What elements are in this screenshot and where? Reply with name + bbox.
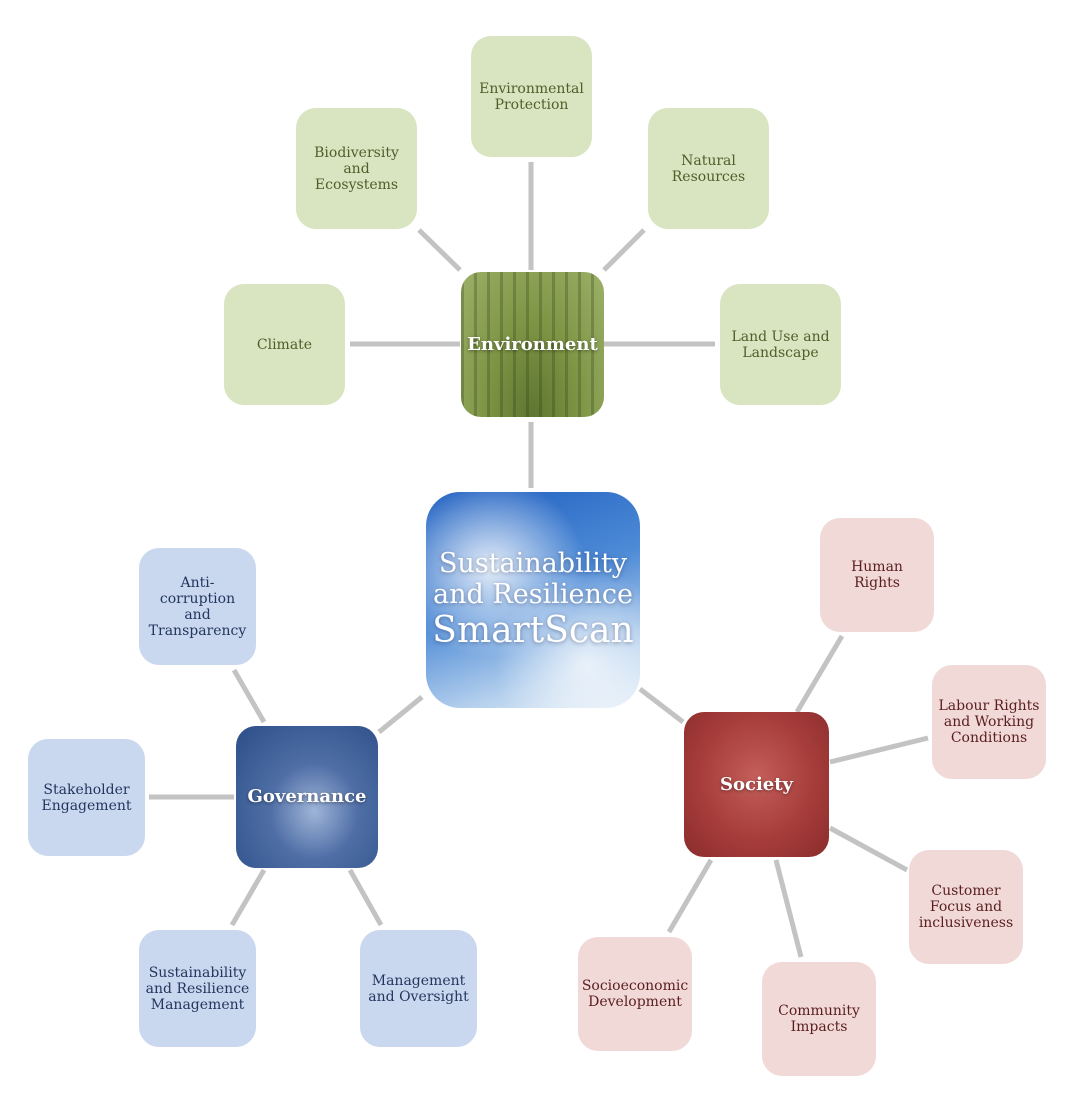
connector-society-community	[773, 859, 804, 958]
connector-environment-natural-resources	[602, 228, 646, 272]
node-environmental-protection: Environmental Protection	[471, 36, 592, 157]
connector-environment-biodiversity	[417, 228, 462, 272]
node-label: Stakeholder Engagement	[41, 781, 132, 814]
node-labour-rights-working-conditions: Labour Rights and Working Conditions	[932, 665, 1046, 779]
node-climate: Climate	[224, 284, 345, 405]
connector-governance-anticorruption	[231, 668, 267, 724]
node-label: Land Use and Landscape	[731, 328, 830, 361]
connector-governance-sustainability	[229, 868, 267, 927]
connector-society-human-rights	[794, 634, 845, 714]
node-land-use-landscape: Land Use and Landscape	[720, 284, 841, 405]
node-label: Management and Oversight	[368, 972, 469, 1005]
hub-label: Environment	[467, 333, 598, 355]
node-natural-resources: Natural Resources	[648, 108, 769, 229]
node-label: Environmental Protection	[479, 80, 584, 113]
node-label: Socioeconomic Development	[581, 978, 689, 1010]
hub-label: Society	[719, 773, 794, 795]
center-line-2: and Resilience	[433, 579, 633, 610]
hub-label: Governance	[247, 786, 367, 807]
node-stakeholder-engagement: Stakeholder Engagement	[28, 739, 145, 856]
hub-environment: Environment	[461, 272, 604, 417]
connector-center-society	[638, 687, 685, 724]
center-line-3: SmartScan	[432, 610, 634, 651]
node-management-oversight: Management and Oversight	[360, 930, 477, 1047]
hub-governance: Governance	[236, 726, 378, 868]
node-customer-focus-inclusiveness: Customer Focus and inclusiveness	[909, 850, 1023, 964]
connector-society-labour	[829, 735, 929, 765]
hub-society: Society	[684, 712, 829, 857]
node-label: Human Rights	[851, 559, 903, 591]
connector-center-governance	[377, 695, 424, 734]
node-label: Sustainability and Resilience Management	[145, 964, 250, 1013]
connector-governance-management	[347, 868, 384, 927]
node-anti-corruption-transparency: Anti-corruption and Transparency	[139, 548, 256, 665]
node-community-impacts: Community Impacts	[762, 962, 876, 1076]
node-sustainability-resilience-management: Sustainability and Resilience Management	[139, 930, 256, 1047]
node-label: Customer Focus and inclusiveness	[918, 883, 1014, 931]
node-label: Labour Rights and Working Conditions	[938, 698, 1040, 746]
node-label: Biodiversity and Ecosystems	[314, 144, 399, 193]
connector-society-socioeconomic	[666, 858, 714, 934]
center-line-1: Sustainability	[438, 548, 628, 579]
node-label: Community Impacts	[778, 1003, 860, 1035]
node-label: Climate	[256, 336, 313, 353]
node-biodiversity-ecosystems: Biodiversity and Ecosystems	[296, 108, 417, 229]
node-human-rights: Human Rights	[820, 518, 934, 632]
node-socioeconomic-development: Socioeconomic Development	[578, 937, 692, 1051]
node-label: Anti-corruption and Transparency	[148, 574, 247, 639]
node-label: Natural Resources	[671, 152, 746, 185]
center-smartscan: Sustainability and Resilience SmartScan	[426, 492, 640, 708]
connector-society-customer	[828, 825, 909, 873]
